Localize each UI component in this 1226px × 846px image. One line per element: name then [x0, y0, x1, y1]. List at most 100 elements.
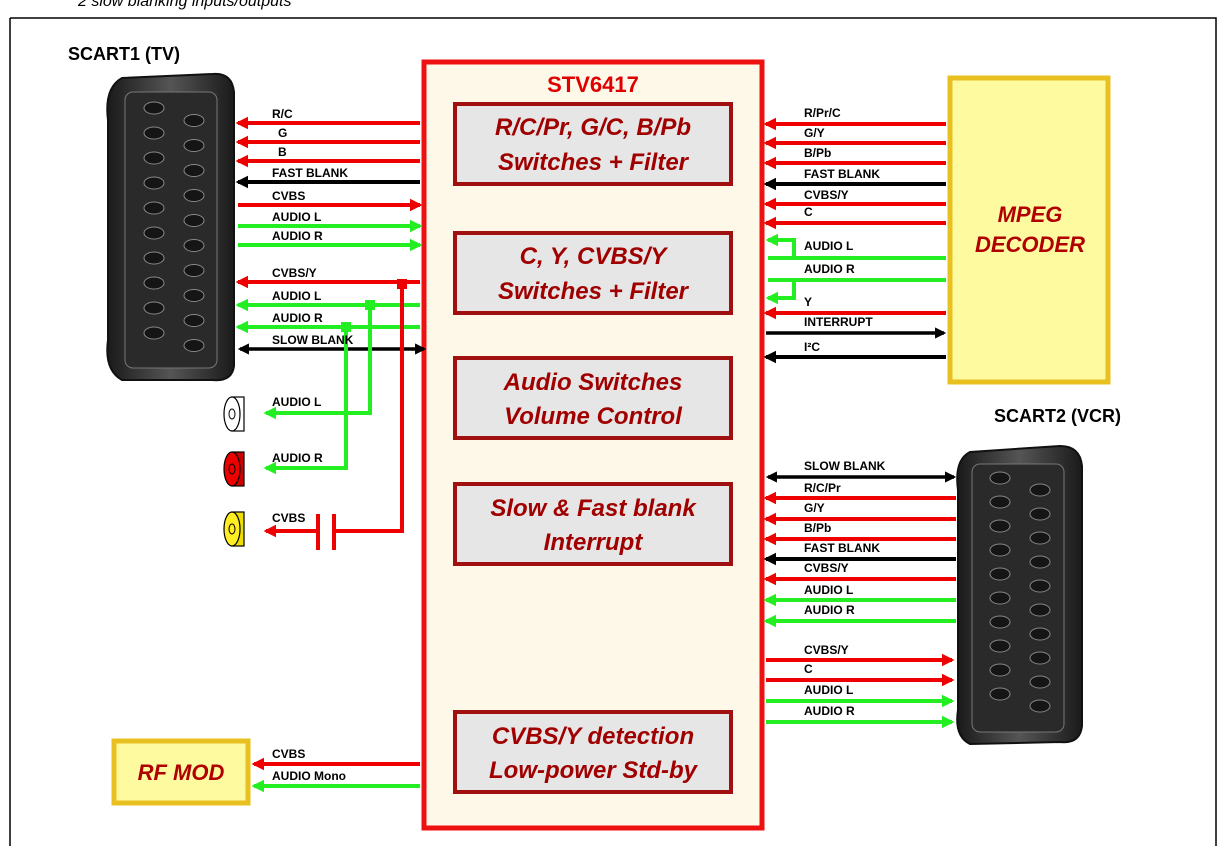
mpeg-audio-l-loop	[765, 233, 946, 260]
mpeg-signal-label: INTERRUPT	[804, 315, 873, 329]
function-block-blank-line2: Interrupt	[544, 529, 644, 556]
rca-jack-cvbs	[223, 511, 245, 547]
scart1-signal-label: AUDIO R	[272, 229, 323, 243]
scart-pin	[989, 471, 1011, 485]
function-block-blank: Slow & Fast blank Interrupt	[453, 482, 733, 566]
mpeg-line2: DECODER	[975, 232, 1085, 257]
scart-pin	[989, 495, 1011, 509]
scart1-signal-label: FAST BLANK	[272, 166, 348, 180]
function-block-rgb-line1: R/C/Pr, G/C, B/Pb	[495, 114, 691, 141]
mpeg-signal-label: I²C	[804, 340, 820, 354]
scart-pin	[143, 176, 165, 190]
scart-pin	[1029, 531, 1051, 545]
scart-pin	[989, 591, 1011, 605]
junction-dot	[397, 279, 407, 289]
mpeg-signal-label: FAST BLANK	[804, 167, 880, 181]
scart2-signal-label: AUDIO R	[804, 603, 855, 617]
outer-frame	[9, 17, 1217, 846]
junction-dot	[341, 322, 351, 332]
scart2-signal-label: CVBS/Y	[804, 643, 849, 657]
scart2-title: SCART2 (VCR)	[994, 406, 1121, 426]
function-block-cvbs: C, Y, CVBS/Y Switches + Filter	[453, 231, 733, 315]
junction-dot	[365, 300, 375, 310]
scart-pin	[183, 289, 205, 302]
jack-label: AUDIO L	[272, 395, 321, 409]
function-block-blank-line1: Slow & Fast blank	[490, 495, 697, 522]
scart2-signal-label: FAST BLANK	[804, 541, 880, 555]
function-block-detect: CVBS/Y detection Low-power Std-by	[453, 710, 733, 794]
function-block-audio-line1: Audio Switches	[503, 369, 683, 396]
scart1-signal-label: SLOW BLANK	[272, 333, 354, 347]
scart-pin	[1029, 699, 1051, 713]
scart-pin	[143, 101, 165, 115]
scart-pin	[989, 615, 1011, 629]
mpeg-signal-label: B/Pb	[804, 146, 831, 160]
scart-pin	[143, 326, 165, 340]
scart1-signal-label: G	[278, 126, 287, 140]
scart2-signal-label: AUDIO R	[804, 704, 855, 718]
scart2-signal-label: R/C/Pr	[804, 481, 841, 495]
function-block-audio-line2: Volume Control	[504, 403, 683, 430]
mpeg-signal-label: AUDIO L	[804, 239, 853, 253]
mpeg-signal-label: G/Y	[804, 126, 825, 140]
scart-pin	[989, 543, 1011, 557]
scart-pin	[1029, 579, 1051, 593]
scart-pin	[143, 276, 165, 290]
function-block-audio: Audio Switches Volume Control	[453, 356, 733, 440]
rf-mod-label: RF MOD	[138, 760, 225, 785]
caption: 2 slow blanking inputs/outputs	[77, 0, 291, 10]
scart2-signal-label: AUDIO L	[804, 683, 853, 697]
scart-pin	[1029, 483, 1051, 497]
rca-jack-audio-l	[223, 396, 245, 432]
jack-tap-cvbs	[336, 284, 404, 533]
scart-pin	[183, 164, 205, 177]
scart-pin	[143, 126, 165, 140]
scart-pin	[989, 639, 1011, 653]
scart-pin	[183, 139, 205, 152]
scart-pin	[183, 314, 205, 327]
scart-pin	[143, 151, 165, 165]
scart-pin	[183, 339, 205, 352]
rca-jack-audio-r	[223, 451, 245, 487]
scart1-signal-label: R/C	[272, 107, 293, 121]
scart1-signal-label: AUDIO L	[272, 210, 321, 224]
scart-pin	[1029, 627, 1051, 641]
mpeg-signal-label: AUDIO R	[804, 262, 855, 276]
scart1-signal-label: AUDIO L	[272, 289, 321, 303]
scart-pin	[989, 663, 1011, 677]
scart1-connector	[106, 72, 235, 382]
scart-pin	[1029, 675, 1051, 689]
scart1-title: SCART1 (TV)	[68, 44, 180, 64]
function-block-cvbs-line2: Switches + Filter	[498, 278, 690, 305]
jack-label: CVBS	[272, 511, 305, 525]
scart-pin	[183, 114, 205, 127]
function-block-cvbs-line1: C, Y, CVBS/Y	[520, 243, 669, 270]
function-block-detect-line2: Low-power Std-by	[489, 757, 699, 784]
scart1-signal-label: CVBS	[272, 189, 305, 203]
scart-pin	[183, 239, 205, 252]
mpeg-signal-label: Y	[804, 295, 812, 309]
rf-signal-label: AUDIO Mono	[272, 769, 346, 783]
scart-pin	[1029, 507, 1051, 521]
scart-pin	[183, 189, 205, 202]
rf-signal-label: CVBS	[272, 747, 305, 761]
scart-pin	[143, 201, 165, 215]
scart-pin	[183, 214, 205, 227]
mpeg-signal-label: R/Pr/C	[804, 106, 841, 120]
mpeg-audio-r-loop	[765, 278, 946, 305]
mpeg-signal-label: C	[804, 205, 813, 219]
scart1-signal-label: CVBS/Y	[272, 266, 317, 280]
jack-tap-audio-l	[263, 305, 372, 420]
scart1-signal-label: AUDIO R	[272, 311, 323, 325]
function-block-rgb-line2: Switches + Filter	[498, 149, 690, 176]
scart-pin	[1029, 651, 1051, 665]
jack-label: AUDIO R	[272, 451, 323, 465]
scart2-signal-label: AUDIO L	[804, 583, 853, 597]
scart2-signal-label: B/Pb	[804, 521, 831, 535]
scart-pin	[989, 519, 1011, 533]
scart-pin	[143, 226, 165, 240]
scart2-connector	[956, 444, 1083, 746]
scart-pin	[1029, 555, 1051, 569]
mpeg-line1: MPEG	[998, 202, 1063, 227]
scart-pin	[183, 264, 205, 277]
